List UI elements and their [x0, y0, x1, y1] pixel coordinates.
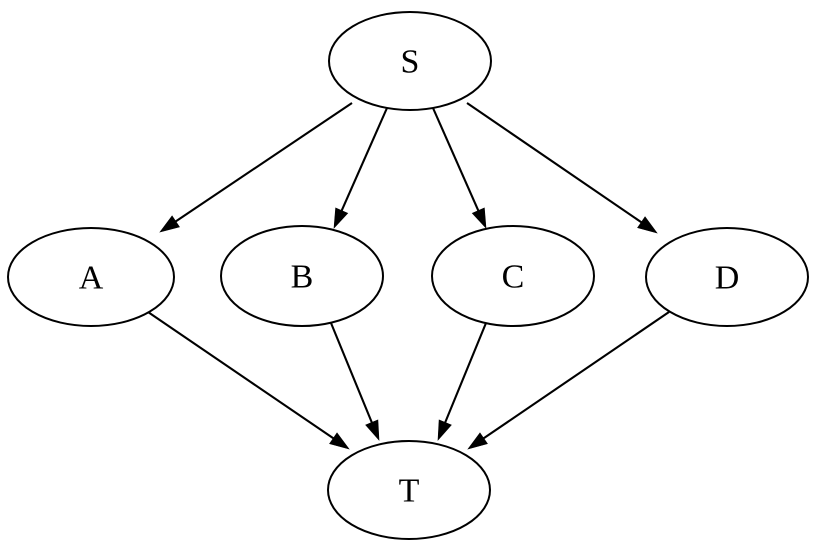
node-label: D [715, 260, 740, 297]
edge-a-t [147, 311, 350, 450]
node-label: A [79, 260, 104, 297]
edge-line [147, 311, 336, 441]
edge-d-t [467, 311, 670, 450]
edge-line [339, 107, 388, 213]
arrowhead-icon [365, 419, 380, 441]
edge-s-a [159, 102, 353, 233]
edge-s-d [466, 102, 658, 234]
arrowhead-icon [437, 419, 452, 441]
node-label: T [399, 473, 420, 510]
arrowhead-icon [467, 432, 488, 450]
node-d[interactable]: D [645, 227, 809, 327]
edge-line [466, 102, 644, 225]
node-c[interactable]: C [431, 225, 595, 327]
node-b[interactable]: B [220, 225, 384, 327]
arrowhead-icon [159, 215, 180, 233]
node-t[interactable]: T [327, 440, 491, 540]
node-ellipse[interactable] [220, 225, 384, 327]
arrowhead-icon [471, 207, 487, 229]
edge-b-t [330, 322, 380, 441]
node-ellipse[interactable] [327, 440, 491, 540]
node-a[interactable]: A [7, 227, 175, 327]
node-ellipse[interactable] [431, 225, 595, 327]
edges-layer [147, 102, 670, 450]
arrowhead-icon [329, 432, 350, 450]
edge-s-c [432, 107, 487, 229]
edge-line [443, 322, 487, 425]
nodes-layer: S A B C D T [7, 11, 809, 540]
arrowhead-icon [333, 207, 349, 229]
node-label: C [502, 259, 525, 296]
edge-line [173, 102, 353, 224]
edge-c-t [437, 322, 487, 441]
node-label: S [401, 44, 420, 81]
node-ellipse[interactable] [7, 227, 175, 327]
arrowhead-icon [637, 216, 658, 234]
edge-s-b [333, 107, 388, 229]
node-ellipse[interactable] [645, 227, 809, 327]
edge-line [432, 107, 481, 213]
edge-line [330, 322, 374, 425]
node-ellipse[interactable] [328, 11, 492, 111]
node-s[interactable]: S [328, 11, 492, 111]
node-label: B [291, 259, 314, 296]
edge-line [481, 311, 670, 441]
